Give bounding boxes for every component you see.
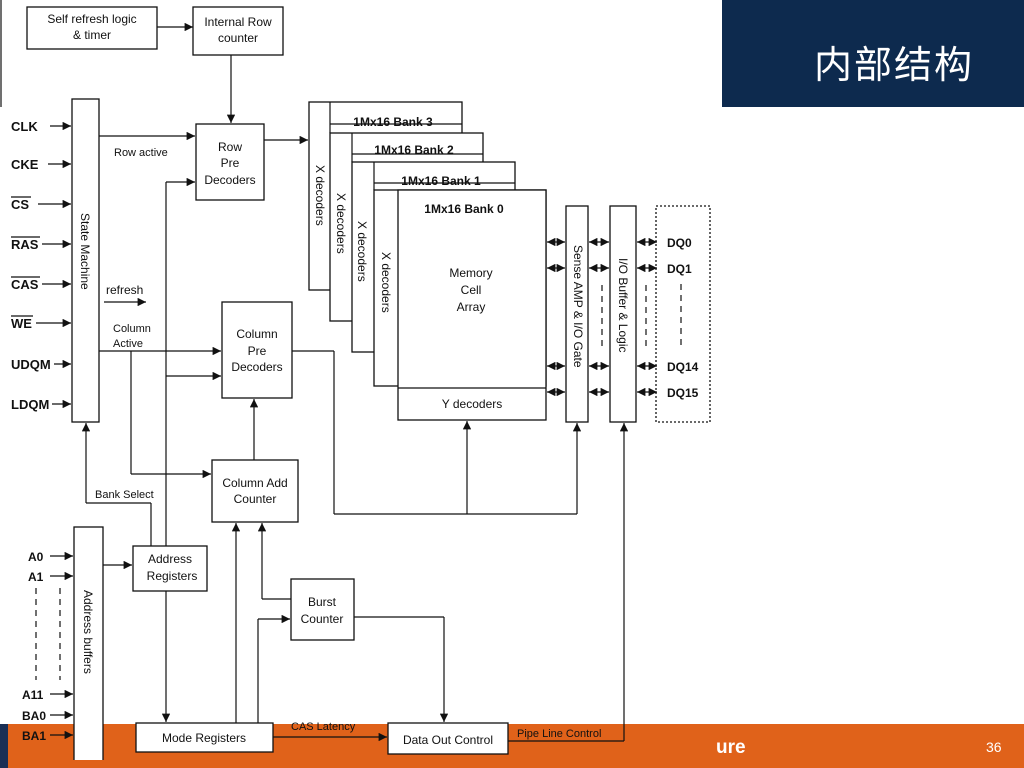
bank2-label: 1Mx16 Bank 2	[374, 143, 454, 157]
x-decoders-3: X decoders	[313, 165, 327, 226]
burst-counter-box	[290, 578, 355, 641]
pin-a0: A0	[28, 550, 44, 564]
memory-line1: Memory	[449, 266, 492, 280]
y-decoders-label: Y decoders	[442, 397, 503, 411]
dq-pins-box	[655, 205, 711, 423]
x-decoders-0: X decoders	[379, 252, 393, 313]
address-registers-box	[132, 545, 208, 592]
pin-udqm: UDQM	[11, 357, 51, 372]
col-add-line2: Counter	[234, 492, 277, 506]
memory-line3: Array	[457, 300, 486, 314]
x-decoders-2: X decoders	[334, 193, 348, 254]
row-pre-line2: Pre	[221, 156, 240, 170]
pin-ldqm: LDQM	[11, 397, 49, 412]
page-number: 36	[986, 739, 1002, 755]
cas-latency-label: CAS Latency	[291, 721, 356, 733]
pin-ba0: BA0	[22, 709, 46, 723]
sdram-block-diagram: Self refresh logic & timer Internal Row …	[0, 0, 711, 760]
bank3-label: 1Mx16 Bank 3	[353, 115, 433, 129]
title-banner: 内部结构	[722, 0, 1024, 107]
pin-ba1: BA1	[22, 729, 46, 743]
state-machine-label: State Machine	[78, 213, 92, 290]
io-buffer-box	[609, 205, 637, 423]
pin-a1: A1	[28, 570, 44, 584]
sense-amp-box	[565, 205, 589, 423]
column-active-line2: Active	[113, 338, 143, 350]
burst-line1: Burst	[308, 595, 337, 609]
column-add-counter-box	[211, 459, 299, 523]
refresh-label: refresh	[106, 283, 143, 297]
row-pre-line1: Row	[218, 140, 242, 154]
internal-row-counter-box	[192, 6, 284, 56]
data-out-control-box	[387, 722, 509, 755]
pipe-line-label: Pipe Line Control	[517, 728, 601, 740]
self-refresh-line1: Self refresh logic	[47, 12, 136, 26]
address-buffers-box	[73, 526, 104, 760]
mode-registers-label: Mode Registers	[162, 731, 246, 745]
pin-clk: CLK	[11, 119, 38, 134]
memory-cell-array-box	[397, 189, 547, 421]
x-decoders-1: X decoders	[355, 221, 369, 282]
footer-accent	[0, 724, 8, 768]
mode-registers-box	[135, 722, 274, 753]
bank1-label: 1Mx16 Bank 1	[401, 174, 481, 188]
internal-row-line1: Internal Row	[204, 15, 272, 29]
io-buffer-label: I/O Buffer & Logic	[616, 258, 630, 353]
bank0-label: 1Mx16 Bank 0	[424, 202, 504, 216]
data-out-label: Data Out Control	[403, 733, 493, 747]
memory-line2: Cell	[461, 283, 482, 297]
pin-a11: A11	[22, 688, 44, 702]
pin-dq0: DQ0	[667, 236, 692, 250]
col-pre-line1: Column	[236, 327, 277, 341]
pin-we: WE	[11, 316, 32, 331]
self-refresh-box	[26, 6, 158, 50]
row-active-label: Row active	[114, 147, 168, 159]
addr-reg-line2: Registers	[147, 569, 198, 583]
pin-dq1: DQ1	[667, 262, 692, 276]
sense-amp-label: Sense AMP & I/O Gate	[571, 245, 585, 368]
col-pre-line3: Decoders	[231, 360, 282, 374]
column-pre-decoders-box	[221, 301, 293, 399]
state-machine-box	[71, 98, 100, 423]
burst-line2: Counter	[301, 612, 344, 626]
pin-dq14: DQ14	[667, 360, 699, 374]
column-active-line1: Column	[113, 323, 151, 335]
row-pre-line3: Decoders	[204, 173, 255, 187]
pin-cke: CKE	[11, 157, 39, 172]
col-add-line1: Column Add	[222, 476, 287, 490]
addr-reg-line1: Address	[148, 552, 192, 566]
internal-row-line2: counter	[218, 31, 258, 45]
pin-cas: CAS	[11, 277, 39, 292]
footer-text: ure	[716, 737, 746, 758]
col-pre-line2: Pre	[248, 344, 267, 358]
pin-dq15: DQ15	[667, 386, 699, 400]
bank-select-label: Bank Select	[95, 489, 154, 501]
address-buffers-label: Address buffers	[81, 590, 95, 674]
row-pre-decoders-box	[195, 123, 265, 201]
slide-title: 内部结构	[813, 43, 974, 87]
self-refresh-line2: & timer	[73, 28, 111, 42]
pin-cs: CS	[11, 197, 29, 212]
pin-ras: RAS	[11, 237, 39, 252]
